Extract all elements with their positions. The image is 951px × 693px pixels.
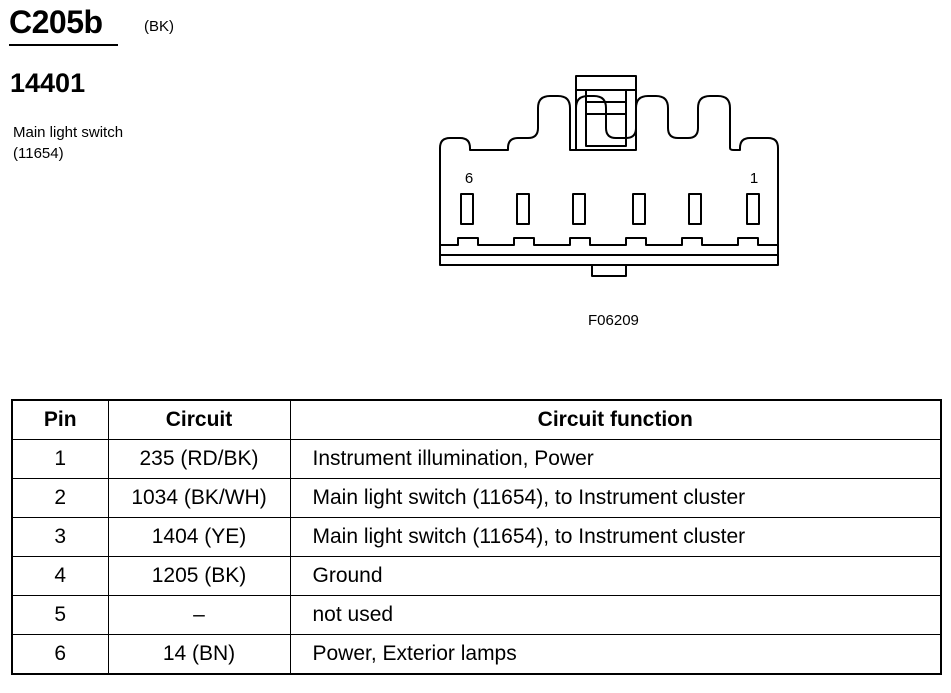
pin-cell: 6 bbox=[11, 634, 109, 675]
pin-label-right: 1 bbox=[750, 170, 758, 187]
pin-cell: 5 bbox=[11, 595, 109, 635]
pin-cavity-2 bbox=[688, 193, 702, 225]
connector-face-diagram: 6 1 bbox=[439, 75, 779, 277]
pin-cavity-4 bbox=[572, 193, 586, 225]
pin-cell: 1 bbox=[11, 439, 109, 479]
circuit-cell: 14 (BN) bbox=[107, 634, 291, 675]
pin-cell: 2 bbox=[11, 478, 109, 518]
table-row: 2 1034 (BK/WH) Main light switch (11654)… bbox=[11, 478, 942, 518]
pin-cavity-5 bbox=[516, 193, 530, 225]
function-cell: Ground bbox=[289, 556, 942, 596]
column-header-function: Circuit function bbox=[289, 399, 942, 440]
connector-color: (BK) bbox=[144, 18, 174, 35]
connector-id-underline bbox=[9, 44, 118, 46]
table-row: 3 1404 (YE) Main light switch (11654), t… bbox=[11, 517, 942, 557]
table-header-row: Pin Circuit Circuit function bbox=[11, 399, 942, 440]
table-row: 4 1205 (BK) Ground bbox=[11, 556, 942, 596]
table-row: 5 – not used bbox=[11, 595, 942, 635]
component-description: Main light switch (11654) bbox=[13, 122, 123, 164]
function-cell: Power, Exterior lamps bbox=[289, 634, 942, 675]
connector-latch bbox=[575, 75, 637, 151]
function-cell: Main light switch (11654), to Instrument… bbox=[289, 517, 942, 557]
function-cell: not used bbox=[289, 595, 942, 635]
component-ref: (11654) bbox=[13, 145, 64, 162]
component-number: 14401 bbox=[10, 68, 86, 98]
circuit-cell: 1404 (YE) bbox=[107, 517, 291, 557]
pin-cell: 4 bbox=[11, 556, 109, 596]
pin-table: Pin Circuit Circuit function 1 235 (RD/B… bbox=[11, 399, 942, 675]
table-row: 1 235 (RD/BK) Instrument illumination, P… bbox=[11, 439, 942, 479]
pin-cavity-3 bbox=[632, 193, 646, 225]
pin-cavity-6 bbox=[460, 193, 474, 225]
circuit-cell: 1034 (BK/WH) bbox=[107, 478, 291, 518]
connector-id: C205b bbox=[9, 4, 103, 40]
circuit-cell: – bbox=[107, 595, 291, 635]
connector-inner-ledge bbox=[440, 237, 778, 246]
pin-label-left: 6 bbox=[465, 170, 473, 187]
figure-id: F06209 bbox=[588, 312, 639, 329]
circuit-cell: 1205 (BK) bbox=[107, 556, 291, 596]
component-name: Main light switch bbox=[13, 124, 124, 141]
table-row: 6 14 (BN) Power, Exterior lamps bbox=[11, 634, 942, 675]
column-header-pin: Pin bbox=[11, 399, 109, 440]
column-header-circuit: Circuit bbox=[107, 399, 291, 440]
connector-bottom-key bbox=[591, 265, 627, 277]
function-cell: Main light switch (11654), to Instrument… bbox=[289, 478, 942, 518]
pin-cavity-1 bbox=[746, 193, 760, 225]
circuit-cell: 235 (RD/BK) bbox=[107, 439, 291, 479]
connector-housing-outline bbox=[439, 95, 779, 266]
function-cell: Instrument illumination, Power bbox=[289, 439, 942, 479]
pin-cell: 3 bbox=[11, 517, 109, 557]
